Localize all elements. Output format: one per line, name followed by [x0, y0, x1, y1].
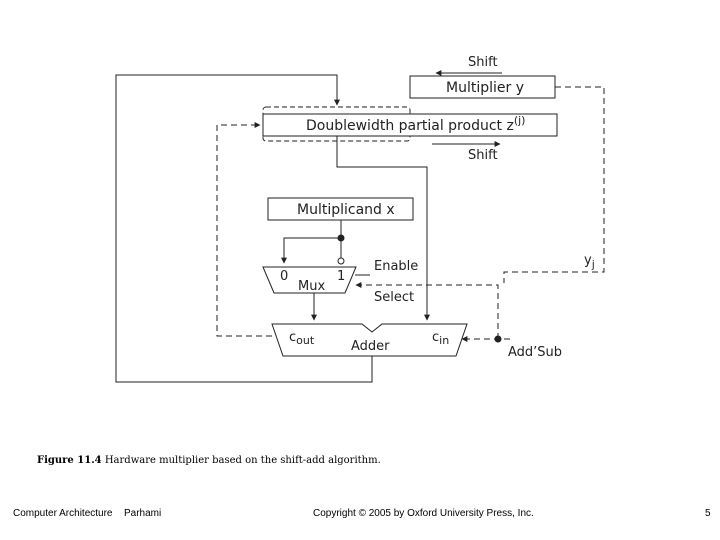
shift-bottom-label: Shift: [468, 148, 498, 163]
partial-to-adder-wire: [336, 136, 430, 321]
multiplier-lsb-wire: [503, 86, 605, 283]
multiplicand-label: Multiplicand x: [297, 202, 395, 218]
multiplier-label: Multiplier y: [446, 80, 524, 96]
figure-number: Figure 11.4: [37, 455, 102, 466]
addsub-label: Add’Sub: [508, 345, 562, 360]
addsub-junction-dot: [494, 335, 502, 343]
cout-label: cout: [289, 330, 315, 347]
partial-product-box: [262, 113, 558, 137]
inverter-bubble: [337, 257, 345, 265]
mux-input0-wire: [281, 237, 341, 264]
footer-page-number: 5: [705, 508, 711, 519]
cin-label: cin: [432, 330, 449, 347]
shift-top-label: Shift: [468, 55, 498, 70]
figure-caption-text: Hardware multiplier based on the shift-a…: [104, 455, 381, 466]
yj-label: yj: [584, 253, 595, 271]
partial-product-label: Doublewidth partial product z(j): [306, 114, 525, 134]
select-label: Select: [374, 290, 414, 305]
mux-label: Mux: [298, 279, 325, 294]
footer-course: Computer Architecture: [13, 508, 113, 519]
figure-caption: Figure 11.4 Hardware multiplier based on…: [37, 455, 381, 466]
mux: [262, 266, 357, 294]
adder: [271, 323, 468, 357]
carry-out-wire: [216, 122, 311, 337]
footer-author: Parhami: [124, 508, 162, 519]
footer-copyright: Copyright © 2005 by Oxford University Pr…: [313, 508, 534, 519]
feedback-wire: [115, 74, 373, 383]
mux-input0-label: 0: [280, 269, 288, 284]
enable-label: Enable: [374, 259, 418, 274]
mux-input1-label: 1: [337, 269, 345, 284]
select-wire: [355, 282, 499, 339]
adder-label: Adder: [351, 339, 390, 354]
